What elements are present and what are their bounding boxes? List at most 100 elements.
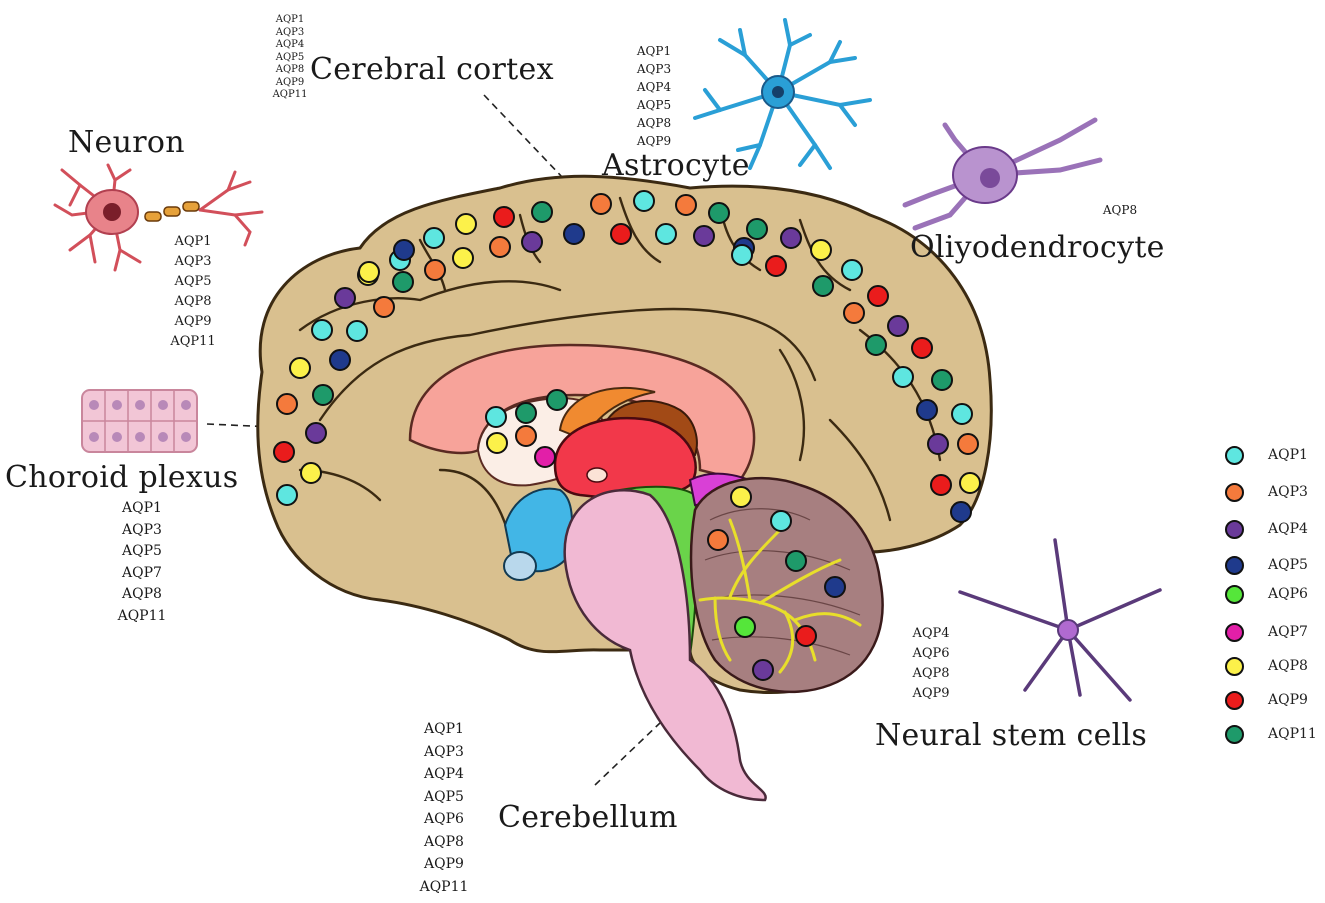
aqp-marker-aqp1	[951, 403, 973, 425]
oligodendrocyte-aqp-list: AQP8	[1098, 202, 1142, 218]
neuron-illustration	[53, 163, 264, 272]
list-item: AQP1	[122, 500, 162, 516]
choroid-plexus-illustration	[81, 389, 198, 453]
aqp-marker-aqp6	[734, 616, 756, 638]
aqp-marker-aqp11	[785, 550, 807, 572]
aqp-marker-aqp1	[770, 510, 792, 532]
list-item: AQP3	[122, 521, 162, 538]
aqp-marker-aqp1	[655, 223, 677, 245]
aqp-marker-aqp4	[334, 287, 356, 309]
aqp-marker-aqp8	[730, 486, 752, 508]
astrocyte-title: Astrocyte	[602, 148, 750, 183]
aqp-marker-aqp1	[633, 190, 655, 212]
aqp-marker-aqp9	[795, 625, 817, 647]
list-item: AQP11	[272, 89, 308, 100]
oligodendrocyte-title: Oliyodendrocyte	[910, 230, 1165, 265]
aqp-marker-aqp9	[867, 285, 889, 307]
list-item: AQP5	[275, 51, 305, 63]
legend-label: AQP11	[1268, 726, 1317, 742]
arbor-vitae	[728, 518, 752, 602]
list-item: AQP3	[424, 743, 464, 760]
aqp-marker-aqp11	[546, 389, 568, 411]
aqp-marker-aqp3	[707, 529, 729, 551]
sulcus-line	[298, 280, 562, 332]
cerebellum	[689, 476, 884, 694]
aqp-marker-aqp11	[746, 218, 768, 240]
aqp-marker-aqp4	[780, 227, 802, 249]
sulcus-line	[618, 196, 662, 264]
neural-stem-cells-aqp-list: AQP4 AQP6 AQP8 AQP9	[905, 624, 957, 704]
list-item: AQP3	[636, 62, 672, 76]
aqp-marker-aqp3	[675, 194, 697, 216]
list-item: AQP1	[424, 721, 464, 737]
aqp-marker-aqp1	[423, 227, 445, 249]
aqp-marker-aqp8	[959, 472, 981, 494]
legend-label: AQP9	[1268, 692, 1308, 708]
legend-label: AQP6	[1268, 586, 1308, 602]
legend-label: AQP3	[1268, 484, 1308, 500]
aqp-marker-aqp9	[765, 255, 787, 277]
cerebellum-folia	[711, 636, 851, 656]
legend-item: AQP3	[1222, 481, 1322, 507]
aqp-marker-layer	[273, 190, 981, 681]
legend-swatch	[1225, 725, 1244, 744]
list-item: AQP8	[1102, 203, 1138, 217]
aqp-marker-aqp11	[531, 201, 553, 223]
aqp-marker-aqp1	[841, 259, 863, 281]
aqp-marker-aqp4	[521, 231, 543, 253]
aqp-marker-aqp11	[865, 334, 887, 356]
choroid-plexus-title: Choroid plexus	[5, 460, 239, 495]
aqp-marker-aqp7	[534, 446, 556, 468]
aqp-marker-aqp4	[305, 422, 327, 444]
legend-item: AQP9	[1222, 689, 1322, 715]
list-item: AQP8	[174, 294, 212, 309]
choroid-plexus-aqp-list: AQP1 AQP3 AQP5 AQP7 AQP8 AQP11	[110, 498, 174, 627]
aqp-marker-aqp9	[273, 441, 295, 463]
legend-swatch	[1225, 623, 1244, 642]
thalamus	[553, 416, 697, 500]
mass-intermedia	[586, 467, 608, 483]
aqp-marker-aqp11	[708, 202, 730, 224]
sulcus-line	[828, 418, 892, 522]
aqp-marker-aqp8	[289, 357, 311, 379]
list-item: AQP8	[275, 64, 305, 75]
aqp-marker-aqp8	[810, 239, 832, 261]
aqp-marker-aqp3	[515, 425, 537, 447]
list-item: AQP9	[275, 76, 305, 88]
aqp-marker-aqp3	[276, 393, 298, 415]
list-item: AQP8	[912, 666, 950, 681]
legend-item: AQP8	[1222, 655, 1322, 681]
aqp-marker-aqp9	[911, 337, 933, 359]
aqp-marker-aqp3	[590, 193, 612, 215]
list-item: AQP6	[912, 646, 950, 661]
list-item: AQP4	[912, 626, 950, 641]
legend-item: AQP5	[1222, 554, 1322, 580]
sulcus-line	[318, 307, 817, 422]
arbor-vitae	[728, 528, 782, 599]
astrocyte-illustration	[693, 18, 872, 170]
list-item: AQP1	[275, 14, 305, 25]
legend-item: AQP7	[1222, 621, 1322, 647]
brainstem	[563, 489, 767, 802]
aqp-marker-aqp1	[485, 406, 507, 428]
arbor-vitae	[778, 610, 795, 674]
legend-swatch	[1225, 657, 1244, 676]
aqp-marker-aqp1	[276, 484, 298, 506]
arbor-vitae	[758, 558, 842, 605]
cortex-leader-line	[483, 94, 564, 179]
aqp-marker-aqp3	[489, 236, 511, 258]
aqp-marker-aqp8	[452, 247, 474, 269]
aqp-marker-aqp1	[892, 366, 914, 388]
aqp-marker-aqp5	[329, 349, 351, 371]
list-item: AQP1	[636, 44, 672, 58]
neural-stem-cells-title: Neural stem cells	[875, 718, 1148, 753]
neural-stem-cell-illustration	[958, 538, 1162, 702]
aqp-marker-aqp1	[311, 319, 333, 341]
list-item: AQP5	[174, 274, 212, 289]
legend-item: AQP4	[1222, 518, 1322, 544]
legend-swatch	[1225, 520, 1244, 539]
legend-label: AQP5	[1268, 557, 1308, 573]
aqp-marker-aqp8	[358, 261, 380, 283]
